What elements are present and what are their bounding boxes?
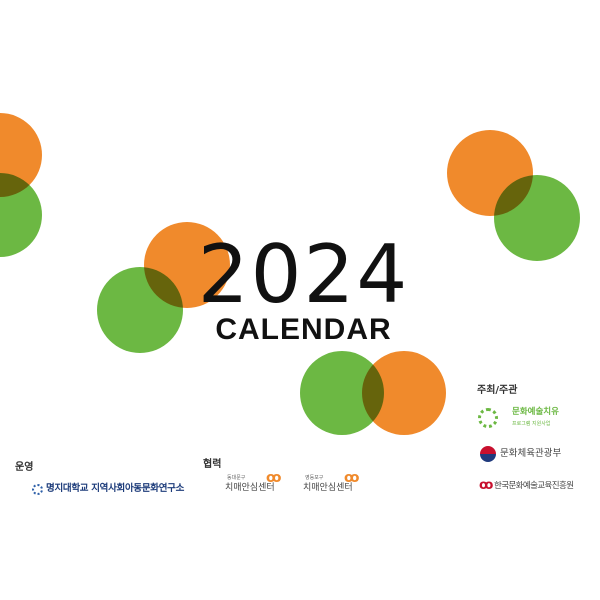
arte-logo-icon: ꝏ (479, 478, 494, 493)
partner-name: 치매안심센터 (303, 483, 353, 493)
decor-circle-green (97, 267, 183, 353)
arte-name: 한국문화예술교육진흥원 (494, 481, 574, 491)
decor-circle-green (494, 175, 580, 261)
dementia-center-logo-icon: ꝏ (344, 470, 360, 486)
year: 2024 (197, 228, 410, 321)
operation-org: 명지대학교 지역사회아동문화연구소 (46, 483, 185, 494)
dementia-center-logo-icon: ꝏ (266, 470, 282, 486)
partner-name: 치매안심센터 (225, 483, 275, 493)
university-logo-icon (32, 484, 43, 495)
hosts-label: 주최/주관 (477, 385, 518, 396)
program-sub: 프로그램 지원사업 (512, 421, 551, 427)
partner-district: 동대문구 (227, 475, 246, 481)
subtitle: CALENDAR (215, 313, 392, 346)
taegeuk-logo-icon (480, 446, 496, 462)
cooperation-label: 협력 (203, 459, 222, 470)
decor-circle-orange (362, 351, 446, 435)
decor-circle-green (0, 173, 42, 257)
partner-district: 영등포구 (305, 475, 324, 481)
arts-healing-logo-icon (478, 408, 498, 428)
calendar-title: 2024 CALENDAR (196, 228, 411, 346)
program-name: 문화예술치유 (512, 407, 559, 417)
operation-label: 운영 (15, 462, 34, 473)
ministry-name: 문화체육관광부 (500, 448, 562, 459)
